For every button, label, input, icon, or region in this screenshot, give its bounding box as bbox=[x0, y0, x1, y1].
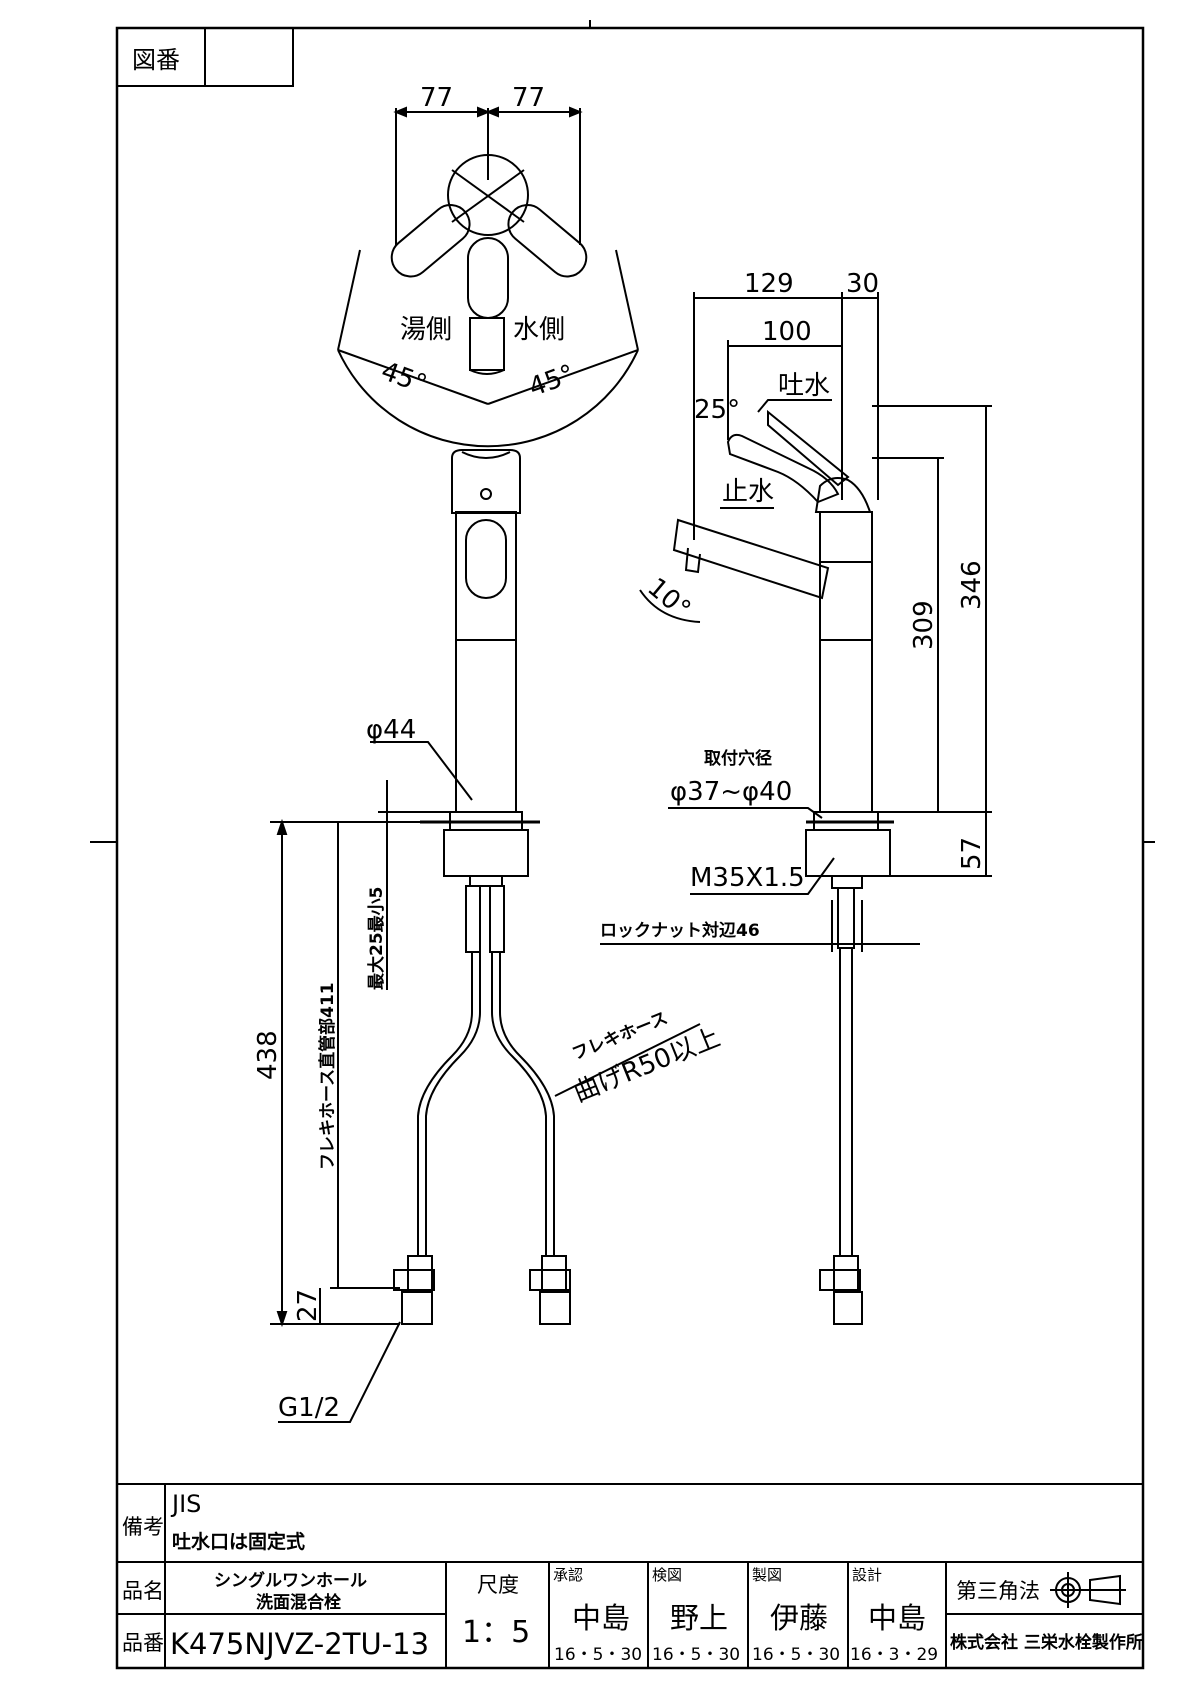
notes-line1: JIS bbox=[170, 1490, 201, 1518]
dim-129: 129 bbox=[744, 269, 794, 299]
side-view: 129 30 100 25° 吐水 止水 10° 346 309 bbox=[600, 269, 992, 1325]
tosui-label: 吐水 bbox=[778, 371, 830, 401]
dim-hose-411: フレキホース直管部411 bbox=[317, 982, 338, 1170]
product-name-2: 洗面混合栓 bbox=[256, 1592, 341, 1613]
scale-label: 尺度 bbox=[477, 1573, 519, 1597]
angle-25: 25° bbox=[694, 395, 740, 425]
hot-side-label: 湯側 bbox=[400, 315, 452, 345]
dim-g-thread: G1/2 bbox=[278, 1393, 340, 1423]
check-name: 野上 bbox=[670, 1601, 728, 1635]
dim-100: 100 bbox=[762, 317, 812, 347]
draw-label: 製図 bbox=[752, 1566, 782, 1584]
design-label: 設計 bbox=[852, 1566, 882, 1584]
approve-name: 中島 bbox=[572, 1601, 630, 1635]
company-name: 株式会社 三栄水栓製作所 bbox=[950, 1632, 1143, 1653]
projection-label: 第三角法 bbox=[956, 1579, 1040, 1603]
dim-77-right: 77 bbox=[512, 83, 545, 113]
mount-hole-value: φ37~φ40 bbox=[670, 777, 792, 807]
hinmei-label: 品名 bbox=[122, 1579, 164, 1603]
top-view: 77 77 湯側 水側 45° 45° bbox=[337, 83, 639, 448]
drawing-border bbox=[115, 26, 1145, 1670]
design-date: 16・3・29 bbox=[850, 1645, 938, 1665]
scale-value: 1：5 bbox=[462, 1615, 530, 1650]
notes-label: 備考 bbox=[122, 1515, 164, 1539]
draw-date: 16・5・30 bbox=[752, 1645, 840, 1665]
shisui-label: 止水 bbox=[722, 477, 774, 507]
mount-hole-label: 取付穴径 bbox=[704, 748, 772, 769]
dim-438: 438 bbox=[253, 1030, 283, 1080]
product-code: K475NJVZ-2TU-13 bbox=[170, 1627, 429, 1661]
dim-30: 30 bbox=[846, 269, 879, 299]
check-date: 16・5・30 bbox=[652, 1645, 740, 1665]
design-name: 中島 bbox=[868, 1601, 926, 1635]
dim-57: 57 bbox=[957, 837, 987, 870]
product-name-1: シングルワンホール bbox=[214, 1570, 367, 1591]
cold-side-label: 水側 bbox=[513, 315, 565, 345]
draw-name: 伊藤 bbox=[770, 1601, 828, 1635]
dim-27: 27 bbox=[293, 1289, 323, 1322]
dim-346: 346 bbox=[957, 560, 987, 610]
third-angle-projection-icon bbox=[1050, 1572, 1126, 1608]
dim-309: 309 bbox=[909, 600, 939, 650]
front-view: φ44 最大25最小5 438 フレキホース直管部411 27 フレキホース 曲… bbox=[253, 449, 724, 1423]
notes-block: 備考 JIS 吐水口は固定式 bbox=[117, 1483, 1143, 1562]
dim-77-left: 77 bbox=[420, 83, 453, 113]
notes-line2: 吐水口は固定式 bbox=[172, 1530, 305, 1553]
angle-45-left: 45° bbox=[377, 356, 431, 400]
lock-nut-label: ロックナット対辺46 bbox=[600, 920, 760, 941]
check-label: 検図 bbox=[652, 1566, 682, 1584]
hinban-label: 品番 bbox=[122, 1631, 164, 1655]
zuban-box: 図番 bbox=[116, 27, 294, 87]
angle-10: 10° bbox=[642, 572, 697, 625]
approve-label: 承認 bbox=[553, 1566, 583, 1584]
thread-label: M35X1.5 bbox=[690, 863, 805, 893]
dim-phi44: φ44 bbox=[366, 715, 416, 745]
zuban-label: 図番 bbox=[132, 46, 180, 74]
angle-45-right: 45° bbox=[525, 359, 579, 403]
approve-date: 16・5・30 bbox=[554, 1645, 642, 1665]
title-block: 品名 シングルワンホール 洗面混合栓 品番 K475NJVZ-2TU-13 尺度… bbox=[117, 1561, 1143, 1668]
dim-max-min: 最大25最小5 bbox=[366, 887, 387, 991]
